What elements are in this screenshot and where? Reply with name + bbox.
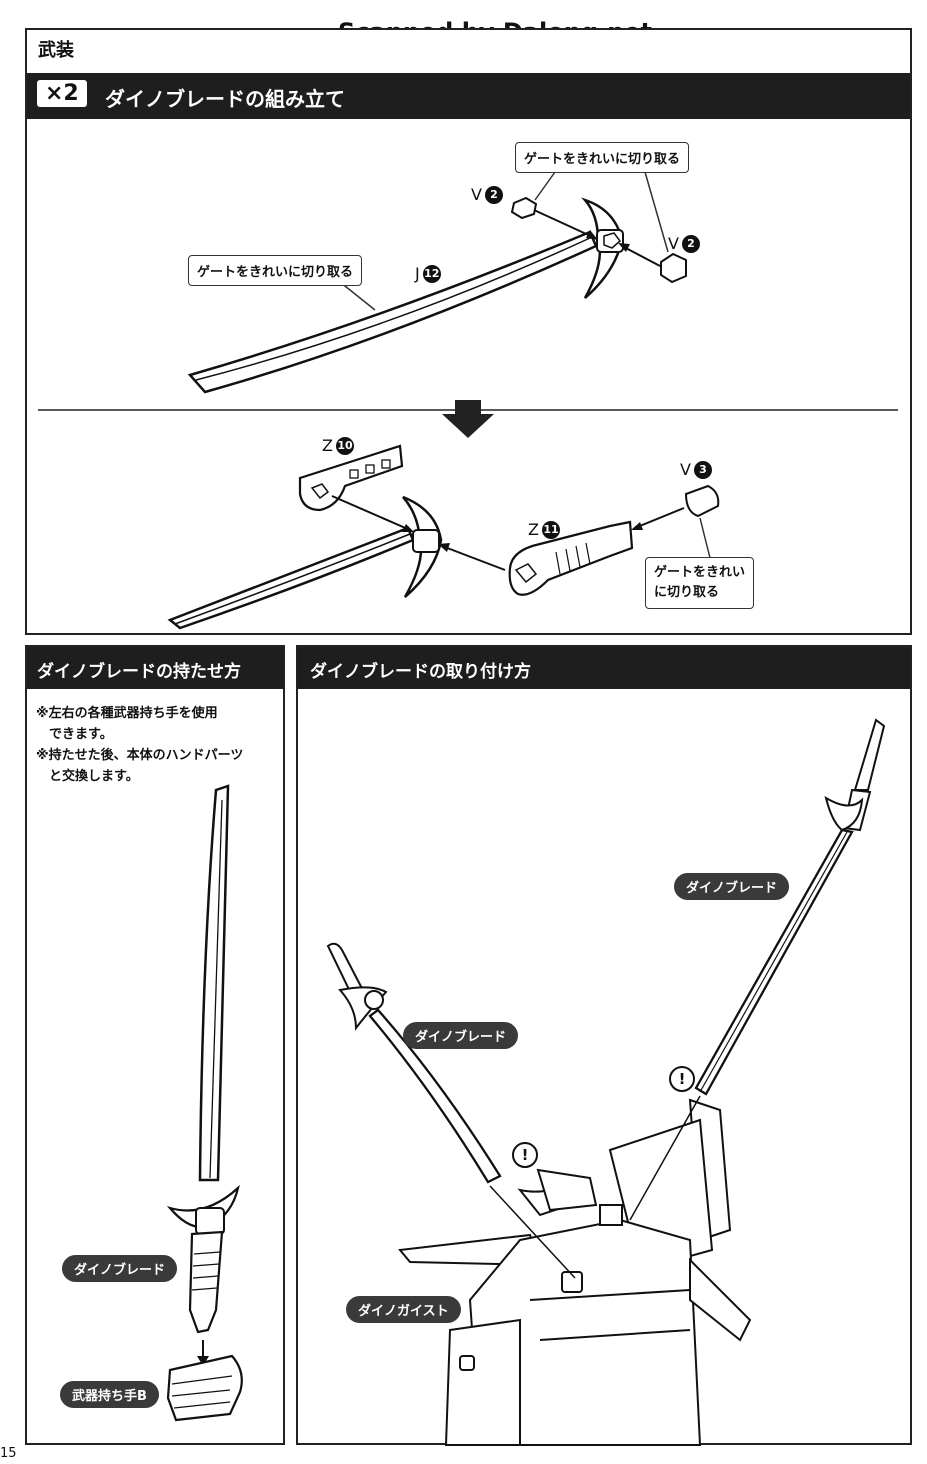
- holding-note-3: ※持たせた後、本体のハンドパーツ: [36, 748, 244, 763]
- holding-note-1: ※左右の各種武器持ち手を使用: [36, 706, 218, 721]
- step-arrow-icon: [442, 400, 494, 438]
- part-v2-left-drawing: [510, 196, 538, 220]
- assembly-illustration: [38, 171, 898, 630]
- mount-blade-label-right: ダイノブレード: [674, 873, 790, 900]
- holding-title: ダイノブレードの持たせ方: [37, 662, 241, 682]
- gate-callout-bottom: ゲートをきれい に切り取る: [645, 557, 755, 609]
- part-z11-drawing: [508, 520, 634, 596]
- gate-callout-line-1: ゲートをきれい: [654, 565, 746, 580]
- holding-notes: ※左右の各種武器持ち手を使用 できます。 ※持たせた後、本体のハンドパーツ と交…: [36, 703, 243, 787]
- holding-panel: [25, 645, 285, 1445]
- warning-icon-right: !: [669, 1066, 695, 1092]
- mount-blade-label-left: ダイノブレード: [403, 1022, 519, 1049]
- mount-robot-label: ダイノガイスト: [346, 1296, 461, 1323]
- part-v2-right-drawing: [660, 252, 687, 284]
- robot-drawing: [398, 1098, 752, 1446]
- holding-title-bar: ダイノブレードの持たせ方: [27, 647, 283, 689]
- gate-callout-top: ゲートをきれいに切り取る: [515, 142, 690, 173]
- gate-callout-left: ゲートをきれいに切り取る: [188, 255, 363, 286]
- section-title: 武装: [38, 40, 74, 61]
- part-v3-drawing: [684, 484, 720, 518]
- multiplier-badge: ×2: [37, 80, 87, 107]
- holding-note-2: できます。: [36, 727, 113, 742]
- assembly-title-bar: ×2 ダイノブレードの組み立て: [27, 73, 910, 119]
- gate-callout-line-2: に切り取る: [654, 585, 720, 600]
- page-number: 15: [0, 1446, 17, 1461]
- hand-drawing: [166, 1354, 243, 1422]
- assembly-title: ダイノブレードの組み立て: [105, 87, 345, 111]
- warning-icon-left: !: [512, 1142, 538, 1168]
- mounting-title: ダイノブレードの取り付け方: [310, 662, 531, 682]
- holding-hand-label: 武器持ち手B: [60, 1381, 159, 1408]
- holding-note-4: と交換します。: [36, 769, 139, 784]
- mounting-title-bar: ダイノブレードの取り付け方: [298, 647, 910, 689]
- assembly-panel: [25, 28, 912, 635]
- holding-blade-label: ダイノブレード: [62, 1255, 178, 1282]
